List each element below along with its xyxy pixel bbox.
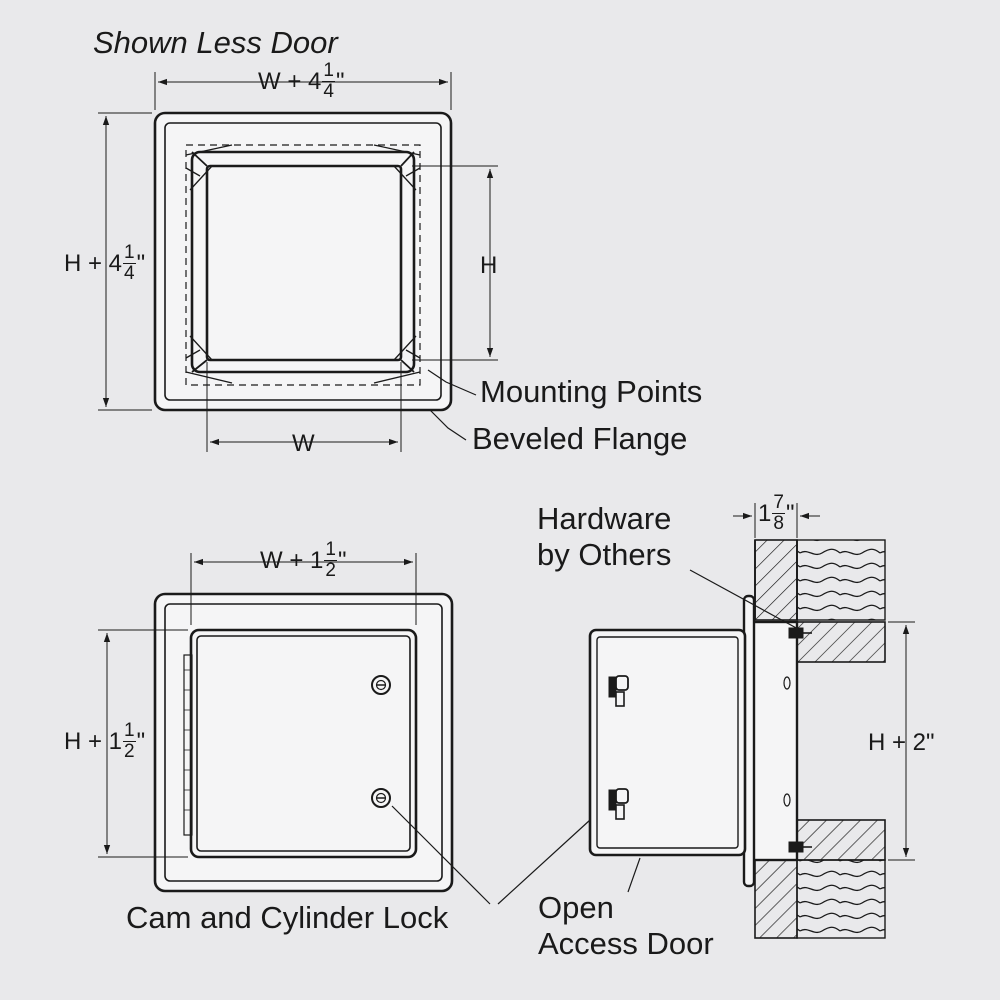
depth-suffix: " [785,499,795,527]
open-door-leader [627,857,641,893]
front-flange-outline [153,592,454,893]
top-height-fraction: 1 4 [123,242,136,285]
open-door-label-line1: Open [538,890,614,925]
front-height-suffix: " [136,727,146,755]
cam-assembly-top [608,675,629,707]
top-width-num: 1 [322,60,335,83]
header-block [796,621,886,663]
cam-lock-bottom [371,788,391,808]
top-width-suffix: " [335,67,345,95]
front-height-label: H + 1 1 2 " [64,720,146,763]
open-door-panel [588,628,747,857]
frame-opening [205,164,403,362]
hardware-screw-bottom [788,841,812,853]
top-height-den: 4 [124,263,135,285]
front-width-whole: W + 1 [260,546,324,574]
top-width-whole: W + 4 [258,67,322,95]
top-height-label: H + 4 1 4 " [64,242,146,285]
mounting-point-br [373,335,421,384]
top-view [98,72,498,452]
depth-whole: 1 [758,499,772,527]
side-frame [750,620,799,862]
top-inner-height-label: H [480,252,498,279]
front-view [98,553,591,905]
hardware-label-line1: Hardware [537,501,672,536]
side-height-label: H + 2" [868,729,935,756]
top-width-label: W + 4 1 4 " [258,60,345,103]
cam-lock-top [371,675,391,695]
open-door-label-line2: Access Door [538,926,714,961]
hardware-leader [689,569,801,631]
front-height-den: 2 [124,741,135,763]
depth-label: 1 7 8 " [758,492,795,535]
wall-lower [754,859,798,939]
frame-outer [190,150,416,374]
top-width-fraction: 1 4 [322,60,335,103]
hardware-label-line2: by Others [537,537,672,572]
front-width-den: 2 [325,560,336,582]
side-view [588,503,915,939]
front-width-suffix: " [337,546,347,574]
front-width-label: W + 1 1 2 " [260,539,347,582]
mounting-point-bl [185,335,233,384]
front-height-fraction: 1 2 [123,720,136,763]
mounting-point-tr [373,144,421,191]
top-height-num: 1 [123,242,136,265]
top-inner-width-label: W [292,430,315,457]
sill-block [796,819,886,861]
top-width-den: 4 [323,81,334,103]
depth-num: 7 [772,492,785,515]
lock-leader-front [391,805,491,905]
front-width-fraction: 1 2 [324,539,337,582]
lock-label: Cam and Cylinder Lock [126,900,449,935]
front-height-whole: H + 1 [64,727,123,755]
beveled-flange-outline [153,111,453,412]
top-height-whole: H + 4 [64,249,123,277]
view-title: Shown Less Door [93,25,338,60]
depth-fraction: 7 8 [772,492,785,535]
depth-den: 8 [773,513,784,535]
stud-upper [796,539,886,621]
stud-lower [796,859,886,939]
beveled-flange-label: Beveled Flange [472,421,688,456]
door-panel-outer [189,628,418,859]
top-height-suffix: " [136,249,146,277]
cam-assembly-bottom [608,788,629,820]
mounting-outline-dashed [185,144,421,386]
wall-upper [754,539,798,621]
mounting-points-leader [427,369,477,396]
mounting-points-label: Mounting Points [480,374,703,409]
door-panel-inner [196,635,411,852]
lock-leader-side [497,819,591,905]
front-width-num: 1 [324,539,337,562]
front-height-num: 1 [123,720,136,743]
mounting-point-tl [185,144,233,191]
beveled-flange-leader [429,409,467,441]
